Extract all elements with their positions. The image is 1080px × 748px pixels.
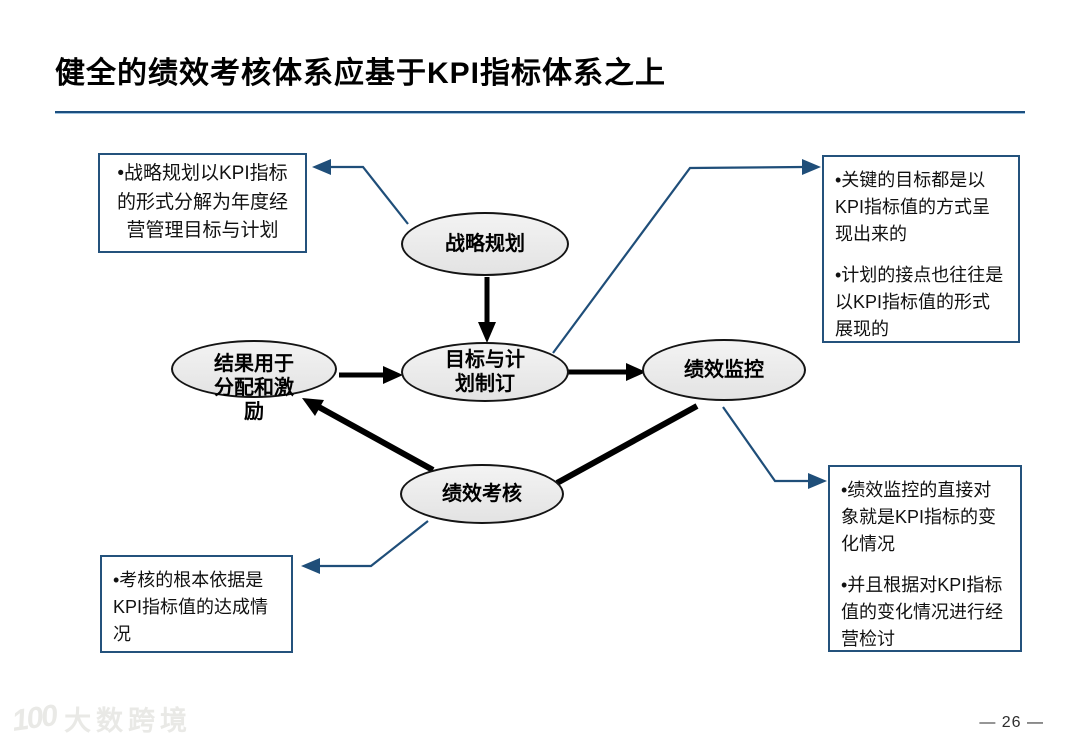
node-label: 结果用于分配和激励	[214, 353, 294, 423]
callout-top-right: •关键的目标都是以KPI指标值的方式呈现出来的 •计划的接点也往往是以KPI指标…	[822, 155, 1020, 343]
callout-bottom-right: •绩效监控的直接对象就是KPI指标的变化情况 •并且根据对KPI指标值的变化情况…	[828, 465, 1022, 652]
callout-bottom-left: •考核的根本依据是KPI指标值的达成情况	[100, 555, 293, 653]
arrow-assessment-to-results	[315, 403, 435, 473]
arrowhead-bottomleft	[301, 558, 320, 574]
callout-text: •考核的根本依据是KPI指标值的达成情况	[113, 570, 269, 644]
arrowhead-results-to-goals	[383, 366, 403, 384]
connector-strategy-to-topleft	[330, 165, 409, 225]
watermark-100-icon: 100	[9, 698, 59, 738]
node-results-incentive: 结果用于分配和激励	[171, 340, 337, 423]
callout-text: •关键的目标都是以KPI指标值的方式呈现出来的	[835, 170, 991, 244]
node-label: 目标与计划制订	[445, 349, 525, 395]
title-divider	[55, 111, 1025, 113]
node-label: 绩效监控	[684, 359, 764, 381]
arrowhead-topright	[802, 159, 821, 175]
callout-text: •绩效监控的直接对象就是KPI指标的变化情况	[841, 480, 997, 554]
node-performance-monitoring: 绩效监控	[642, 339, 806, 401]
connector-assessment-to-bottomleft	[319, 520, 429, 568]
page-title: 健全的绩效考核体系应基于KPI指标体系之上	[55, 57, 667, 90]
arrowhead-assessment-to-results	[302, 398, 324, 416]
node-strategic-planning: 战略规划	[401, 212, 569, 276]
callout-text: •战略规划以KPI指标的形式分解为年度经营管理目标与计划	[116, 163, 288, 242]
callout-top-left: •战略规划以KPI指标的形式分解为年度经营管理目标与计划	[98, 153, 307, 253]
connector-goals-to-topright	[552, 165, 804, 354]
line-monitoring-to-assessment	[555, 403, 699, 486]
watermark-logo: 100 大数跨境	[9, 698, 193, 738]
page-number: — 26 —	[979, 714, 1044, 731]
arrowhead-bottomright	[808, 473, 827, 489]
node-label: 绩效考核	[442, 483, 522, 505]
connector-monitoring-to-bottomright	[722, 406, 809, 483]
node-goal-planning: 目标与计划制订	[401, 342, 569, 402]
arrowhead-strategy-to-goals	[478, 322, 496, 343]
callout-text: •并且根据对KPI指标值的变化情况进行经营检讨	[841, 575, 1003, 649]
node-label: 战略规划	[445, 233, 525, 255]
callout-text: •计划的接点也往往是以KPI指标值的形式展现的	[835, 265, 1004, 339]
arrowhead-topleft	[312, 159, 331, 175]
node-performance-assessment: 绩效考核	[400, 464, 564, 524]
watermark-text: 大数跨境	[64, 706, 193, 736]
